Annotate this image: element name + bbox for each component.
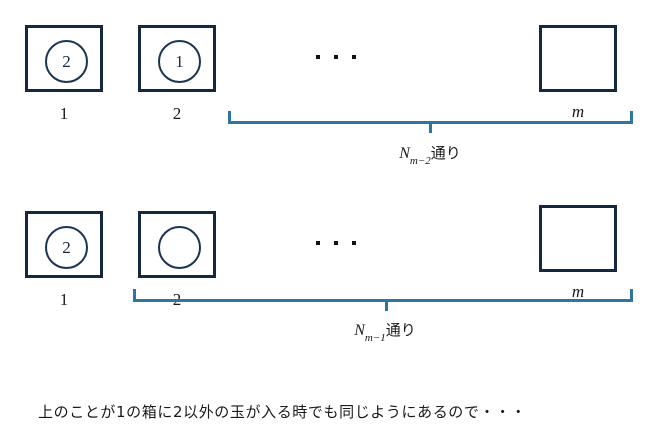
upper-brace-caption-subscript: m−2 [409, 155, 431, 168]
upper-box-m-label: m [571, 102, 585, 121]
lower-brace-caption-suffix: 通り [385, 321, 416, 339]
upper-ball-1-value: 2 [62, 52, 71, 71]
lower-box-m [539, 205, 617, 272]
upper-box-1: 2 [25, 25, 103, 92]
figure-caption: 上のことが1の箱に2以外の玉が入る時でも同じようにあるので・・・ [38, 403, 527, 421]
lower-ball-1-value: 2 [62, 238, 71, 257]
upper-brace-tick-left [228, 111, 231, 124]
lower-box-2 [138, 211, 216, 278]
upper-box-m [539, 25, 617, 92]
lower-brace-caption-subscript: m−1 [364, 332, 386, 345]
upper-brace-caption-suffix: 通り [430, 144, 461, 162]
lower-box-m-label: m [571, 282, 585, 301]
upper-brace-tick-mid [429, 121, 432, 133]
lower-ball-2 [158, 226, 201, 269]
upper-box-1-label: 1 [59, 104, 69, 123]
lower-ellipsis-icon [316, 241, 356, 245]
lower-brace-caption: Nm−1通り [354, 321, 416, 345]
lower-brace [133, 289, 633, 311]
upper-brace [228, 111, 633, 133]
lower-brace-tick-right [630, 289, 633, 302]
lower-box-1-label: 1 [59, 290, 69, 309]
upper-ball-2: 1 [158, 40, 201, 83]
upper-ball-2-value: 1 [175, 52, 184, 71]
upper-brace-caption-var: N [399, 145, 410, 162]
upper-box-2-label: 2 [172, 104, 182, 123]
lower-brace-bar [133, 299, 633, 302]
lower-brace-tick-left [133, 289, 136, 302]
upper-box-2: 1 [138, 25, 216, 92]
upper-ball-1: 2 [45, 40, 88, 83]
lower-box-1: 2 [25, 211, 103, 278]
upper-brace-tick-right [630, 111, 633, 124]
lower-ball-1: 2 [45, 226, 88, 269]
upper-ellipsis-icon [316, 55, 356, 59]
lower-brace-caption-var: N [354, 322, 365, 339]
lower-brace-tick-mid [385, 299, 388, 311]
upper-brace-caption: Nm−2通り [399, 144, 461, 168]
